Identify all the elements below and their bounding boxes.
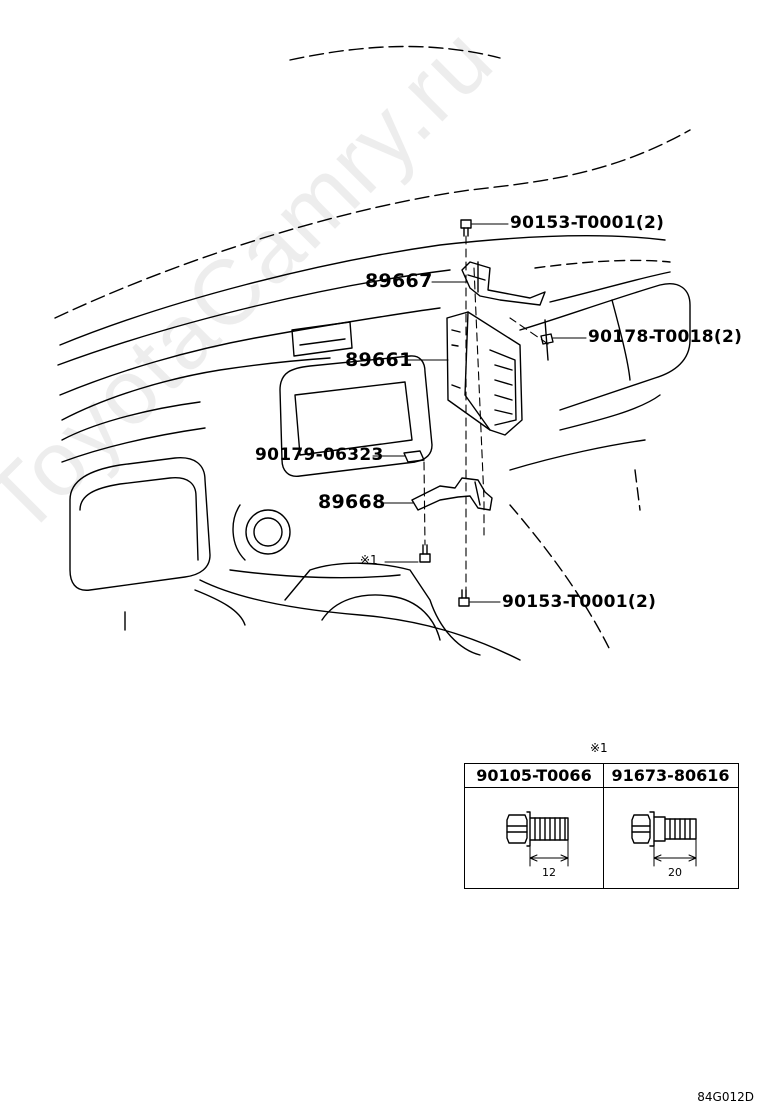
- dash-top-edge-2: [57, 269, 451, 366]
- dim-line-2: [653, 838, 697, 867]
- bolt-table-divider: [603, 764, 604, 888]
- right-dash: [519, 283, 691, 411]
- windshield-lines: [54, 45, 691, 319]
- callout-bracket-upper: 89667: [365, 270, 433, 292]
- callout-upper-bolt: 90153-T0001(2): [510, 213, 665, 233]
- round-vent: [245, 509, 291, 555]
- dim-line-1: [529, 839, 569, 867]
- flange-bolt-drawing-2: [631, 811, 697, 847]
- dash-top-edge: [59, 234, 666, 346]
- callout-bracket-lower: 89668: [318, 491, 386, 513]
- bolt-length-1: 12: [542, 866, 556, 879]
- lower-bolt-symbol: [458, 589, 470, 607]
- bolt-table: 90105-T0066 91673-80616 12 20: [464, 763, 739, 889]
- dash-lower-contour: [61, 357, 331, 421]
- nut-symbol: [540, 333, 554, 345]
- figure-ref-code: 84G012D: [697, 1090, 754, 1104]
- bolt-table-note: ※1: [590, 741, 608, 755]
- callout-nut: 90178-T0018(2): [588, 327, 743, 347]
- ecu-body: [446, 311, 523, 436]
- clip: [403, 450, 425, 463]
- upper-bolt-symbol: [460, 219, 472, 237]
- glove-box: [69, 457, 211, 591]
- bracket-upper: [461, 261, 546, 306]
- note-bolt-symbol: [419, 544, 431, 563]
- center-display: [294, 381, 413, 456]
- callout-lower-bolt: 90153-T0001(2): [502, 592, 657, 612]
- bolt-table-header-2: 91673-80616: [603, 764, 738, 788]
- callout-clip: 90179-06323: [255, 445, 384, 465]
- bolt-table-header-1: 90105-T0066: [465, 764, 603, 788]
- callout-ecu: 89661: [345, 349, 413, 371]
- bolt-length-2: 20: [668, 866, 682, 879]
- flange-bolt-drawing-1: [506, 811, 569, 847]
- bracket-lower: [411, 477, 493, 511]
- callout-note-marker: ※1: [360, 553, 378, 567]
- dash-top-edge-3: [534, 259, 671, 269]
- upper-vent: [291, 321, 353, 357]
- center-display-bezel: [279, 355, 433, 477]
- dash-panel-outline: [59, 307, 441, 396]
